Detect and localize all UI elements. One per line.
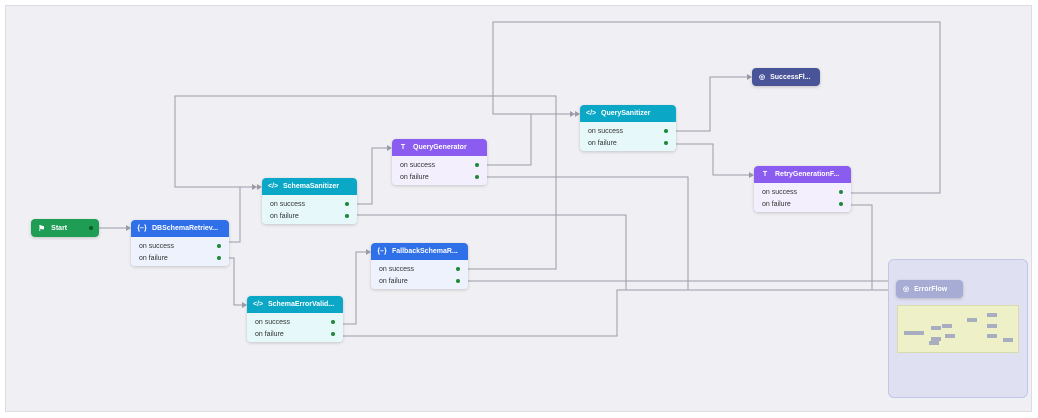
failure-port[interactable] xyxy=(345,214,349,218)
node-schemasanitizer[interactable]: </> SchemaSanitizer on success on failure xyxy=(262,178,357,224)
node-querysanitizer[interactable]: </> QuerySanitizer on success on failure xyxy=(580,105,676,151)
code-icon: </> xyxy=(268,183,279,190)
success-port[interactable] xyxy=(331,320,335,324)
start-node[interactable]: ⚑ Start xyxy=(31,219,99,237)
success-port[interactable] xyxy=(345,202,349,206)
on-failure-label: on failure xyxy=(139,254,168,262)
on-success-label: on success xyxy=(270,200,306,208)
error-flow-preview xyxy=(897,305,1019,353)
on-success-label: on success xyxy=(588,127,624,135)
failure-port[interactable] xyxy=(331,332,335,336)
node-title: SchemaSanitizer xyxy=(283,183,340,190)
on-failure-label: on failure xyxy=(255,330,284,338)
success-flow-node[interactable]: ◎ SuccessFl... xyxy=(752,68,820,86)
braces-icon: {–} xyxy=(377,248,387,255)
on-failure-label: on failure xyxy=(762,200,791,208)
failure-port[interactable] xyxy=(217,256,221,260)
failure-port[interactable] xyxy=(664,141,668,145)
text-template-icon: T xyxy=(762,171,768,178)
failure-port[interactable] xyxy=(475,175,479,179)
success-flow-label: SuccessFl... xyxy=(770,73,811,81)
node-querygenerator[interactable]: T QueryGenerator on success on failure xyxy=(392,139,487,185)
on-failure-label: on failure xyxy=(400,173,429,181)
success-port[interactable] xyxy=(664,129,668,133)
on-success-label: on success xyxy=(255,318,291,326)
code-icon: </> xyxy=(253,301,264,308)
node-title: FallbackSchemaR... xyxy=(392,248,458,255)
error-flow-label: ErrorFlow xyxy=(914,285,948,293)
on-failure-label: on failure xyxy=(588,139,617,147)
on-failure-label: on failure xyxy=(379,277,408,285)
success-port[interactable] xyxy=(456,267,460,271)
code-icon: </> xyxy=(586,110,597,117)
target-icon: ◎ xyxy=(903,286,910,293)
failure-port[interactable] xyxy=(839,202,843,206)
node-retrygeneration[interactable]: T RetryGenerationF... on success on failu… xyxy=(754,166,851,212)
node-title: RetryGenerationF... xyxy=(775,171,840,178)
success-port[interactable] xyxy=(839,190,843,194)
on-failure-label: on failure xyxy=(270,212,299,220)
start-output-port[interactable] xyxy=(89,226,93,230)
node-title: DBSchemaRetriev... xyxy=(152,225,219,232)
text-template-icon: T xyxy=(400,144,406,151)
flow-canvas[interactable] xyxy=(5,5,1032,412)
node-dbschemaretriever[interactable]: {–} DBSchemaRetriev... on success on fail… xyxy=(131,220,229,266)
node-title: SchemaErrorValid... xyxy=(268,301,335,308)
start-label: Start xyxy=(51,224,68,232)
target-icon: ◎ xyxy=(759,74,766,81)
on-success-label: on success xyxy=(762,188,798,196)
node-title: QueryGenerator xyxy=(413,144,467,151)
on-success-label: on success xyxy=(139,242,175,250)
error-flow-node[interactable]: ◎ ErrorFlow xyxy=(896,280,963,298)
node-schemaerrorvalidator[interactable]: </> SchemaErrorValid... on success on fai… xyxy=(247,296,343,342)
failure-port[interactable] xyxy=(456,279,460,283)
on-success-label: on success xyxy=(400,161,436,169)
success-port[interactable] xyxy=(475,163,479,167)
node-title: QuerySanitizer xyxy=(601,110,651,117)
success-port[interactable] xyxy=(217,244,221,248)
on-success-label: on success xyxy=(379,265,415,273)
braces-icon: {–} xyxy=(137,225,147,232)
node-fallbackschema[interactable]: {–} FallbackSchemaR... on success on fail… xyxy=(371,243,468,289)
flag-icon: ⚑ xyxy=(38,223,46,233)
